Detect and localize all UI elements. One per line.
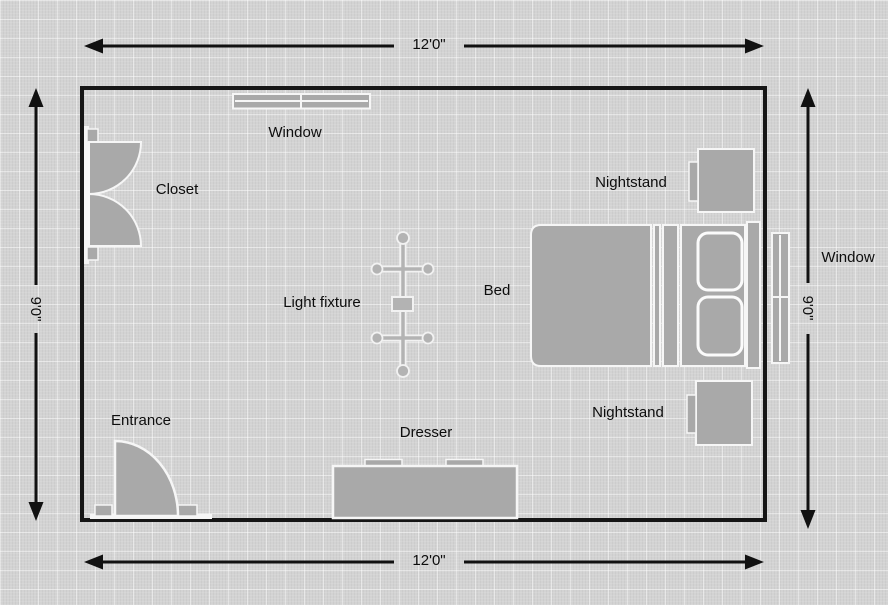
nightstand-knob [686, 394, 697, 434]
closet-casing [84, 126, 89, 264]
ceiling-light-icon [396, 231, 410, 245]
door-swing-icon [113, 439, 180, 518]
nightstand-knob [688, 161, 699, 202]
dimension-arrow-top [84, 38, 764, 54]
arrowhead-down-icon [28, 502, 44, 521]
dimension-label-left: 9'0" [27, 296, 45, 322]
closet-doors-shape [84, 126, 143, 264]
bed-label: Bed [483, 282, 511, 299]
entrance-jamb-right [177, 504, 198, 517]
dimension-arrow-left [28, 88, 44, 521]
arrowhead-up-icon [800, 88, 816, 107]
window-right-shape [771, 232, 790, 364]
pillow [696, 231, 744, 292]
bed-fold-stripe [653, 224, 661, 367]
window-top-shape [232, 93, 371, 110]
entrance-label: Entrance [110, 412, 172, 429]
dimension-label-bottom: 12'0" [412, 552, 446, 569]
dimension-arrow-right [800, 88, 816, 529]
arrowhead-right-icon [745, 38, 764, 54]
pillow [696, 295, 744, 357]
arrowhead-right-icon [745, 554, 764, 570]
dresser-shape [331, 458, 519, 520]
bed-fold-stripe [662, 224, 679, 367]
dimension-label-top: 12'0" [412, 36, 446, 53]
entrance-door-shape [90, 439, 212, 519]
nightstand-bottom-shape [686, 380, 753, 446]
arrowhead-left-icon [84, 554, 103, 570]
nightstand-top-label: Nightstand [595, 174, 667, 191]
closet-label: Closet [155, 181, 199, 198]
bifold-doors-icon [88, 192, 143, 247]
closet-jamb-top [86, 128, 99, 143]
dimension-label-right: 9'0" [799, 295, 817, 321]
closet-jamb-bottom [86, 246, 99, 261]
bed-headboard [746, 221, 761, 369]
light-fixture-body [391, 296, 414, 312]
dimension-arrow-bottom [84, 554, 764, 570]
nightstand-bottom-label: Nightstand [592, 404, 664, 421]
nightstand-top-shape [688, 148, 755, 213]
dresser-label: Dresser [399, 424, 453, 441]
arrowhead-up-icon [28, 88, 44, 107]
window-right-label: Window [821, 249, 875, 266]
light-fixture-shape [370, 231, 435, 378]
light-fixture-label: Light fixture [283, 294, 361, 311]
window-top-label: Window [268, 124, 322, 141]
bed-blanket [530, 224, 652, 367]
arrowhead-left-icon [84, 38, 103, 54]
room-walls [80, 86, 767, 522]
bed-shape [530, 221, 761, 369]
entrance-jamb-left [94, 504, 113, 517]
arrowhead-down-icon [800, 510, 816, 529]
